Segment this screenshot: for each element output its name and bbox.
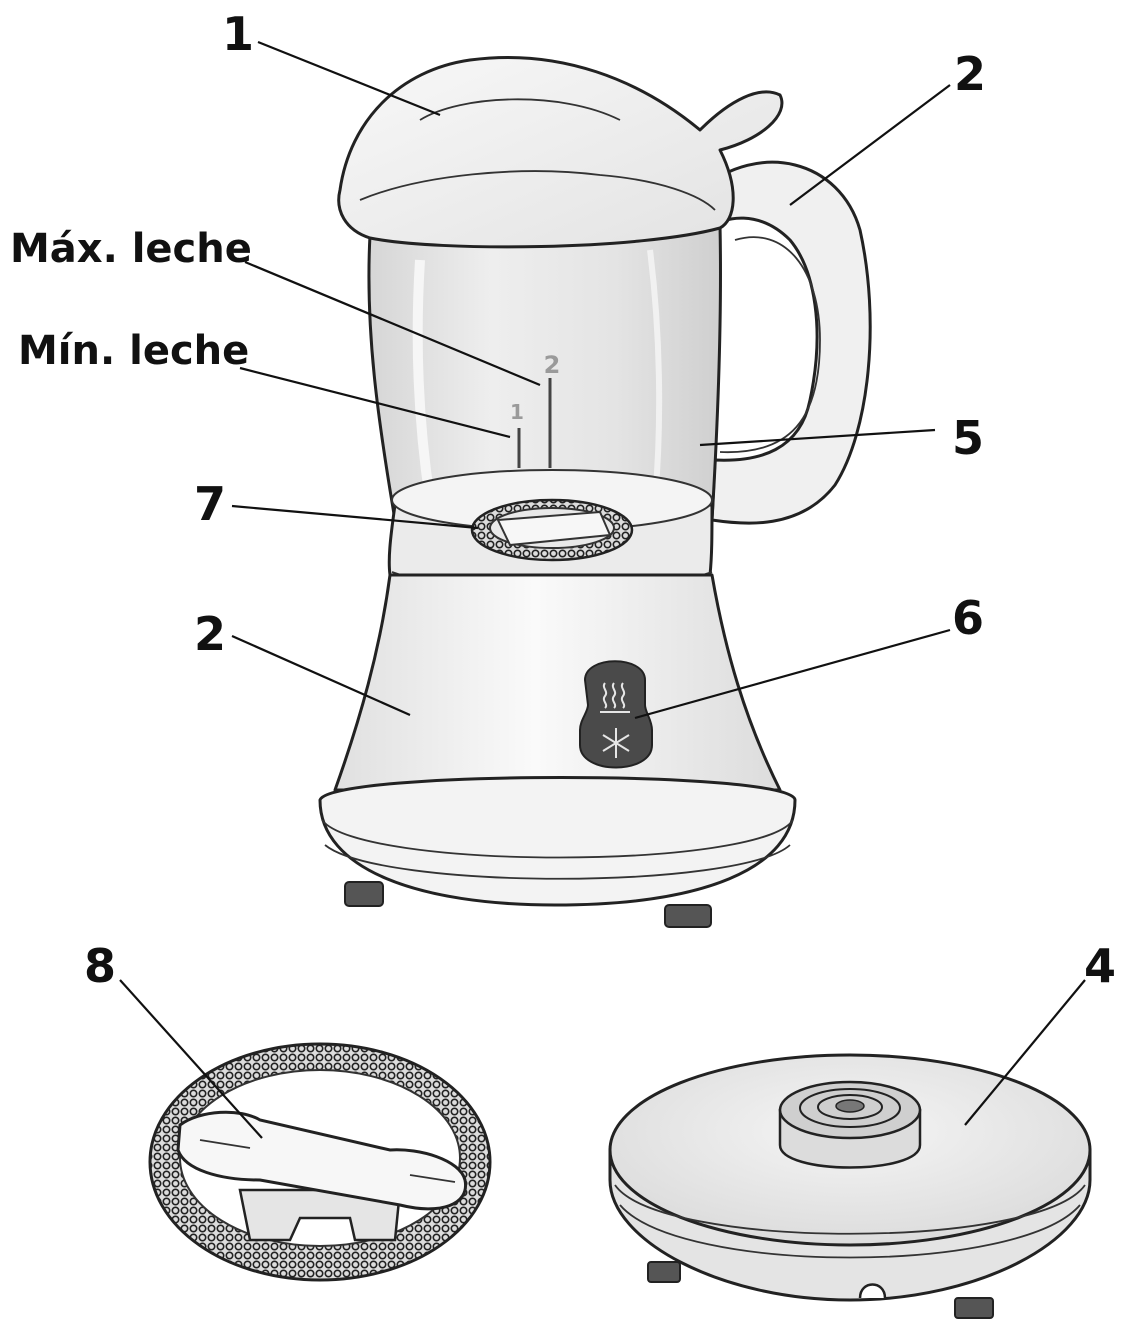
frother: 2 1	[318, 56, 872, 928]
heat-waves-icon	[600, 682, 630, 713]
power-base	[608, 1053, 1092, 1319]
foot-right	[664, 904, 712, 928]
fill-scale: 2 1	[510, 351, 560, 468]
handle	[698, 160, 872, 525]
label-handle: 2	[954, 47, 986, 101]
scale-mark-min: 1	[510, 400, 524, 424]
label-jug: 5	[952, 411, 984, 465]
snowflake-icon	[602, 728, 630, 758]
label-button: 6	[952, 591, 984, 645]
label-power-base: 4	[1084, 939, 1116, 993]
scale-mark-max: 2	[544, 351, 561, 379]
leader-lines	[119, 40, 1086, 1139]
base-body	[333, 573, 782, 792]
lid	[337, 56, 784, 249]
label-whisk: 8	[84, 939, 116, 993]
label-max-milk: Máx. leche	[10, 226, 252, 272]
label-whisk-in-jug: 7	[194, 477, 226, 531]
label-lid: 1	[222, 7, 254, 61]
callouts: 1 2 Máx. leche Mín. leche 5 7 6 2 8 4	[10, 7, 1116, 993]
whisk-in-jug	[470, 498, 634, 562]
mode-button	[579, 660, 653, 769]
whisk	[148, 1042, 492, 1282]
label-min-milk: Mín. leche	[18, 328, 249, 374]
label-base-body: 2	[194, 607, 226, 661]
foot-left	[344, 881, 384, 907]
